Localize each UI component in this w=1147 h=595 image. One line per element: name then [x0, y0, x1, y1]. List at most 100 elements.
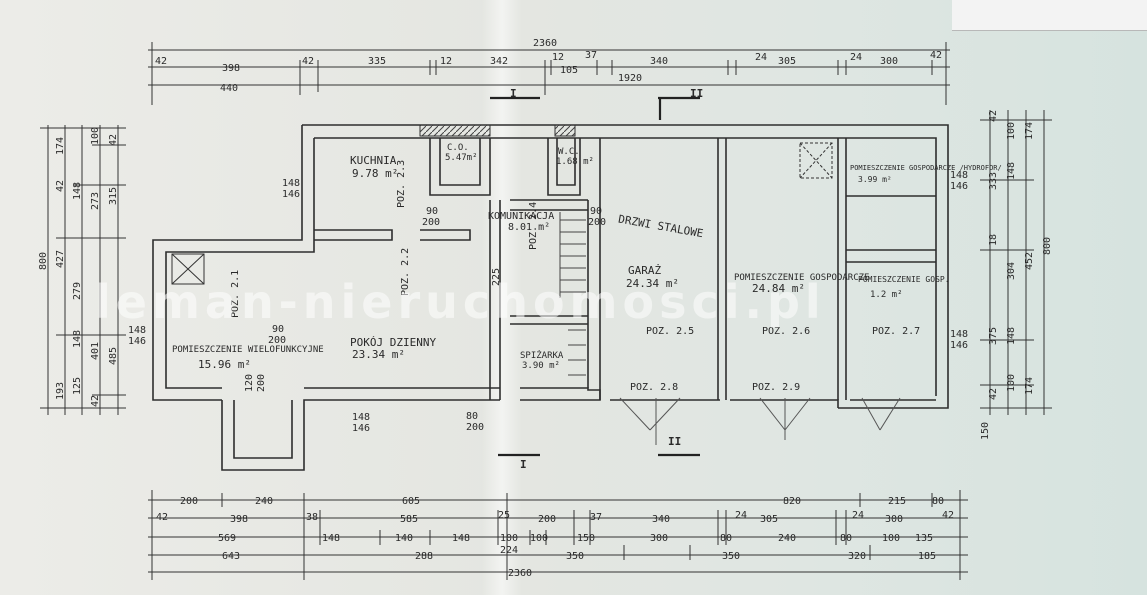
dim-top-seg: 12: [552, 52, 564, 63]
room-name-kuchnia: KUCHNIA: [350, 154, 397, 167]
poz-label: POZ. 2.6: [762, 326, 810, 337]
dim-right-seg: 100: [1006, 122, 1017, 140]
dim-left-seg: 279: [72, 282, 83, 300]
paper-fold: [482, 0, 522, 595]
room-name-hydrofor: POMIESZCZENIE GOSPODARCZE /HYDROFOR/: [850, 164, 1002, 172]
dim-top-seg: 300: [880, 56, 898, 67]
dim-left-seg: 401: [90, 342, 101, 360]
dim-top-seg: 398: [222, 63, 240, 74]
dim-bottom-seg: 300: [650, 533, 668, 544]
opening-size: 146: [950, 181, 968, 192]
dim-bottom-seg: 148: [322, 533, 340, 544]
opening-size: 146: [352, 423, 370, 434]
dim-bottom-seg: 320: [848, 551, 866, 562]
dim-left-seg: 42: [55, 180, 66, 192]
dim-right-extra: 150: [980, 422, 991, 440]
dim-bottom-seg: 42: [156, 512, 168, 523]
chimney-hatching: [419, 124, 576, 137]
fixture-boxes: [171, 142, 833, 285]
room-area-pokoj-dzienny: 23.34 m²: [352, 348, 405, 361]
opening-size: 200: [268, 335, 286, 346]
room-area-gospodarcze: 24.84 m²: [752, 282, 805, 295]
dim-top-seg: 42: [302, 56, 314, 67]
dim-top-seg: 305: [778, 56, 796, 67]
dim-left-seg: 485: [108, 347, 119, 365]
dim-left-seg: 42: [108, 134, 119, 146]
dim-right-seg: 333: [988, 172, 999, 190]
dim-bottom-seg: 605: [402, 496, 420, 507]
walls: [152, 124, 949, 471]
room-name-wielofunkcyjne: POMIESZCZENIE WIELOFUNKCYJNE: [172, 345, 324, 355]
dim-top-seg: 24: [755, 52, 767, 63]
dim-bottom-seg: 140: [395, 533, 413, 544]
dim-left-total: 800: [38, 252, 49, 270]
dim-right-seg: 148: [1006, 162, 1017, 180]
dim-left-seg: 193: [55, 382, 66, 400]
dim-right-seg: 452: [1024, 252, 1035, 270]
dim-left-seg: 174: [55, 137, 66, 155]
door-swings: [619, 397, 901, 445]
room-name-spizarka: SPIŻARKA: [520, 350, 564, 361]
dim-bottom-seg: 215: [888, 496, 906, 507]
room-area-wc: 1.68 m²: [556, 157, 594, 167]
opening-size: 148: [128, 325, 146, 336]
section-cut-markers: [490, 96, 700, 457]
dim-top-total: 1920: [618, 73, 642, 84]
opening-size: 200: [256, 374, 267, 392]
dim-right-seg: 100: [1006, 374, 1017, 392]
section-mark-i-bottom: I: [520, 458, 527, 471]
room-name-pokoj-dzienny: POKÓJ DZIENNY: [350, 336, 436, 349]
dim-bottom-seg: 185: [918, 551, 936, 562]
section-mark-ii-top: II: [690, 87, 703, 100]
dim-right-seg: 42: [988, 388, 999, 400]
dim-bottom-seg: 820: [783, 496, 801, 507]
dim-bottom-seg: 37: [590, 512, 602, 523]
dim-top-seg: 42: [155, 56, 167, 67]
dim-right-seg: 304: [1006, 262, 1017, 280]
opening-size: 200: [422, 217, 440, 228]
dim-bottom-seg: 148: [452, 533, 470, 544]
watermark-text: leman-nieruchomosci.pl: [95, 275, 826, 329]
dim-top-seg: 105: [560, 65, 578, 76]
dim-bottom-seg: 350: [722, 551, 740, 562]
dim-top-seg: 340: [650, 56, 668, 67]
dimension-lines: [40, 42, 1052, 580]
opening-size: 146: [282, 189, 300, 200]
dim-bottom-seg: 224: [500, 545, 518, 556]
paper-corner: [952, 0, 1147, 31]
dim-bottom-seg: 24: [852, 510, 864, 521]
poz-label: POZ. 2.4: [528, 202, 539, 250]
opening-size: 200: [466, 422, 484, 433]
room-name-komunikacja: KOMUNIKACJA: [488, 211, 554, 222]
dim-top-total: 440: [220, 83, 238, 94]
opening-size: 146: [128, 336, 146, 347]
dim-right-seg: 174: [1024, 122, 1035, 140]
dim-right-seg: 174: [1024, 377, 1035, 395]
dim-right-seg: 375: [988, 327, 999, 345]
dim-bottom-seg: 38: [306, 512, 318, 523]
dim-left-seg: 315: [108, 187, 119, 205]
dim-bottom-seg: 240: [255, 496, 273, 507]
room-area-kuchnia: 9.78 m²: [352, 167, 398, 180]
room-area-gosp-small: 1.2 m²: [870, 290, 903, 300]
dim-top-seg: 37: [585, 50, 597, 61]
dim-right-total: 800: [1042, 237, 1053, 255]
dim-right-seg: 148: [1006, 327, 1017, 345]
dim-right-seg: 42: [988, 110, 999, 122]
dim-bottom-seg: 80: [840, 533, 852, 544]
room-area-spizarka: 3.90 m²: [522, 361, 560, 371]
dim-left-seg: 427: [55, 250, 66, 268]
poz-label: POZ. 2.3: [396, 160, 407, 208]
room-area-hydrofor: 3.99 m²: [858, 175, 892, 184]
opening-size: 146: [950, 340, 968, 351]
poz-label: POZ. 2.8: [630, 382, 678, 393]
opening-size: 80: [466, 411, 478, 422]
dim-left-seg: 100: [90, 127, 101, 145]
dim-bottom-seg: 200: [180, 496, 198, 507]
dim-bottom-seg: 340: [652, 514, 670, 525]
dim-bottom-seg: 288: [415, 551, 433, 562]
dim-bottom-seg: 135: [915, 533, 933, 544]
poz-label: POZ. 2.5: [646, 326, 694, 337]
